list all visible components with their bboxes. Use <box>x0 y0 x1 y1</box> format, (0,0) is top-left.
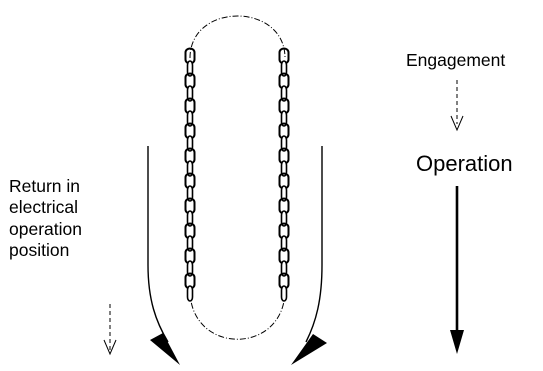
engagement-dashed-arrow-head <box>450 115 464 132</box>
right-chain-link <box>280 210 288 227</box>
left-return-curve <box>147 146 169 343</box>
left-chain-link <box>186 60 194 77</box>
left-chain-link <box>186 110 194 127</box>
return-label-line-4: position <box>9 240 70 261</box>
right-chain-link <box>280 235 288 252</box>
left-chain-link <box>186 285 194 302</box>
left-chain-link <box>186 185 194 202</box>
right-chain-link <box>280 135 288 152</box>
chain-loop-top-arc <box>189 15 286 59</box>
left-chain-link <box>186 260 194 277</box>
return-label-line-1: Return in <box>9 176 81 196</box>
left-chain-link <box>186 210 194 227</box>
left-chain-link <box>186 160 194 177</box>
return-in-electrical-operation-position-label: Return in electrical operation position <box>9 176 82 261</box>
right-return-curve <box>305 146 323 343</box>
left-return-arrowhead <box>150 333 180 365</box>
right-chain-link <box>280 160 288 177</box>
right-return-arrowhead <box>291 334 327 365</box>
return-dashed-arrow-head <box>103 339 117 356</box>
right-chain-link <box>280 285 288 302</box>
return-label-line-3: operation <box>9 218 82 239</box>
operation-arrow-head <box>450 330 464 354</box>
right-chain-link <box>280 110 288 127</box>
engagement-label: Engagement <box>406 50 506 70</box>
right-chain-link <box>280 260 288 277</box>
left-chain-link <box>186 235 194 252</box>
left-chain-link <box>186 135 194 152</box>
left-chain-link <box>186 85 194 102</box>
right-chain-link <box>280 185 288 202</box>
chain-loop-bottom-arc <box>189 291 286 340</box>
return-label-line-2: electrical <box>9 197 79 218</box>
operation-label: Operation <box>416 151 513 176</box>
chain-right-strand <box>278 47 290 302</box>
chain-left-strand <box>184 47 196 302</box>
right-chain-link <box>280 85 288 102</box>
right-chain-link <box>280 60 288 77</box>
